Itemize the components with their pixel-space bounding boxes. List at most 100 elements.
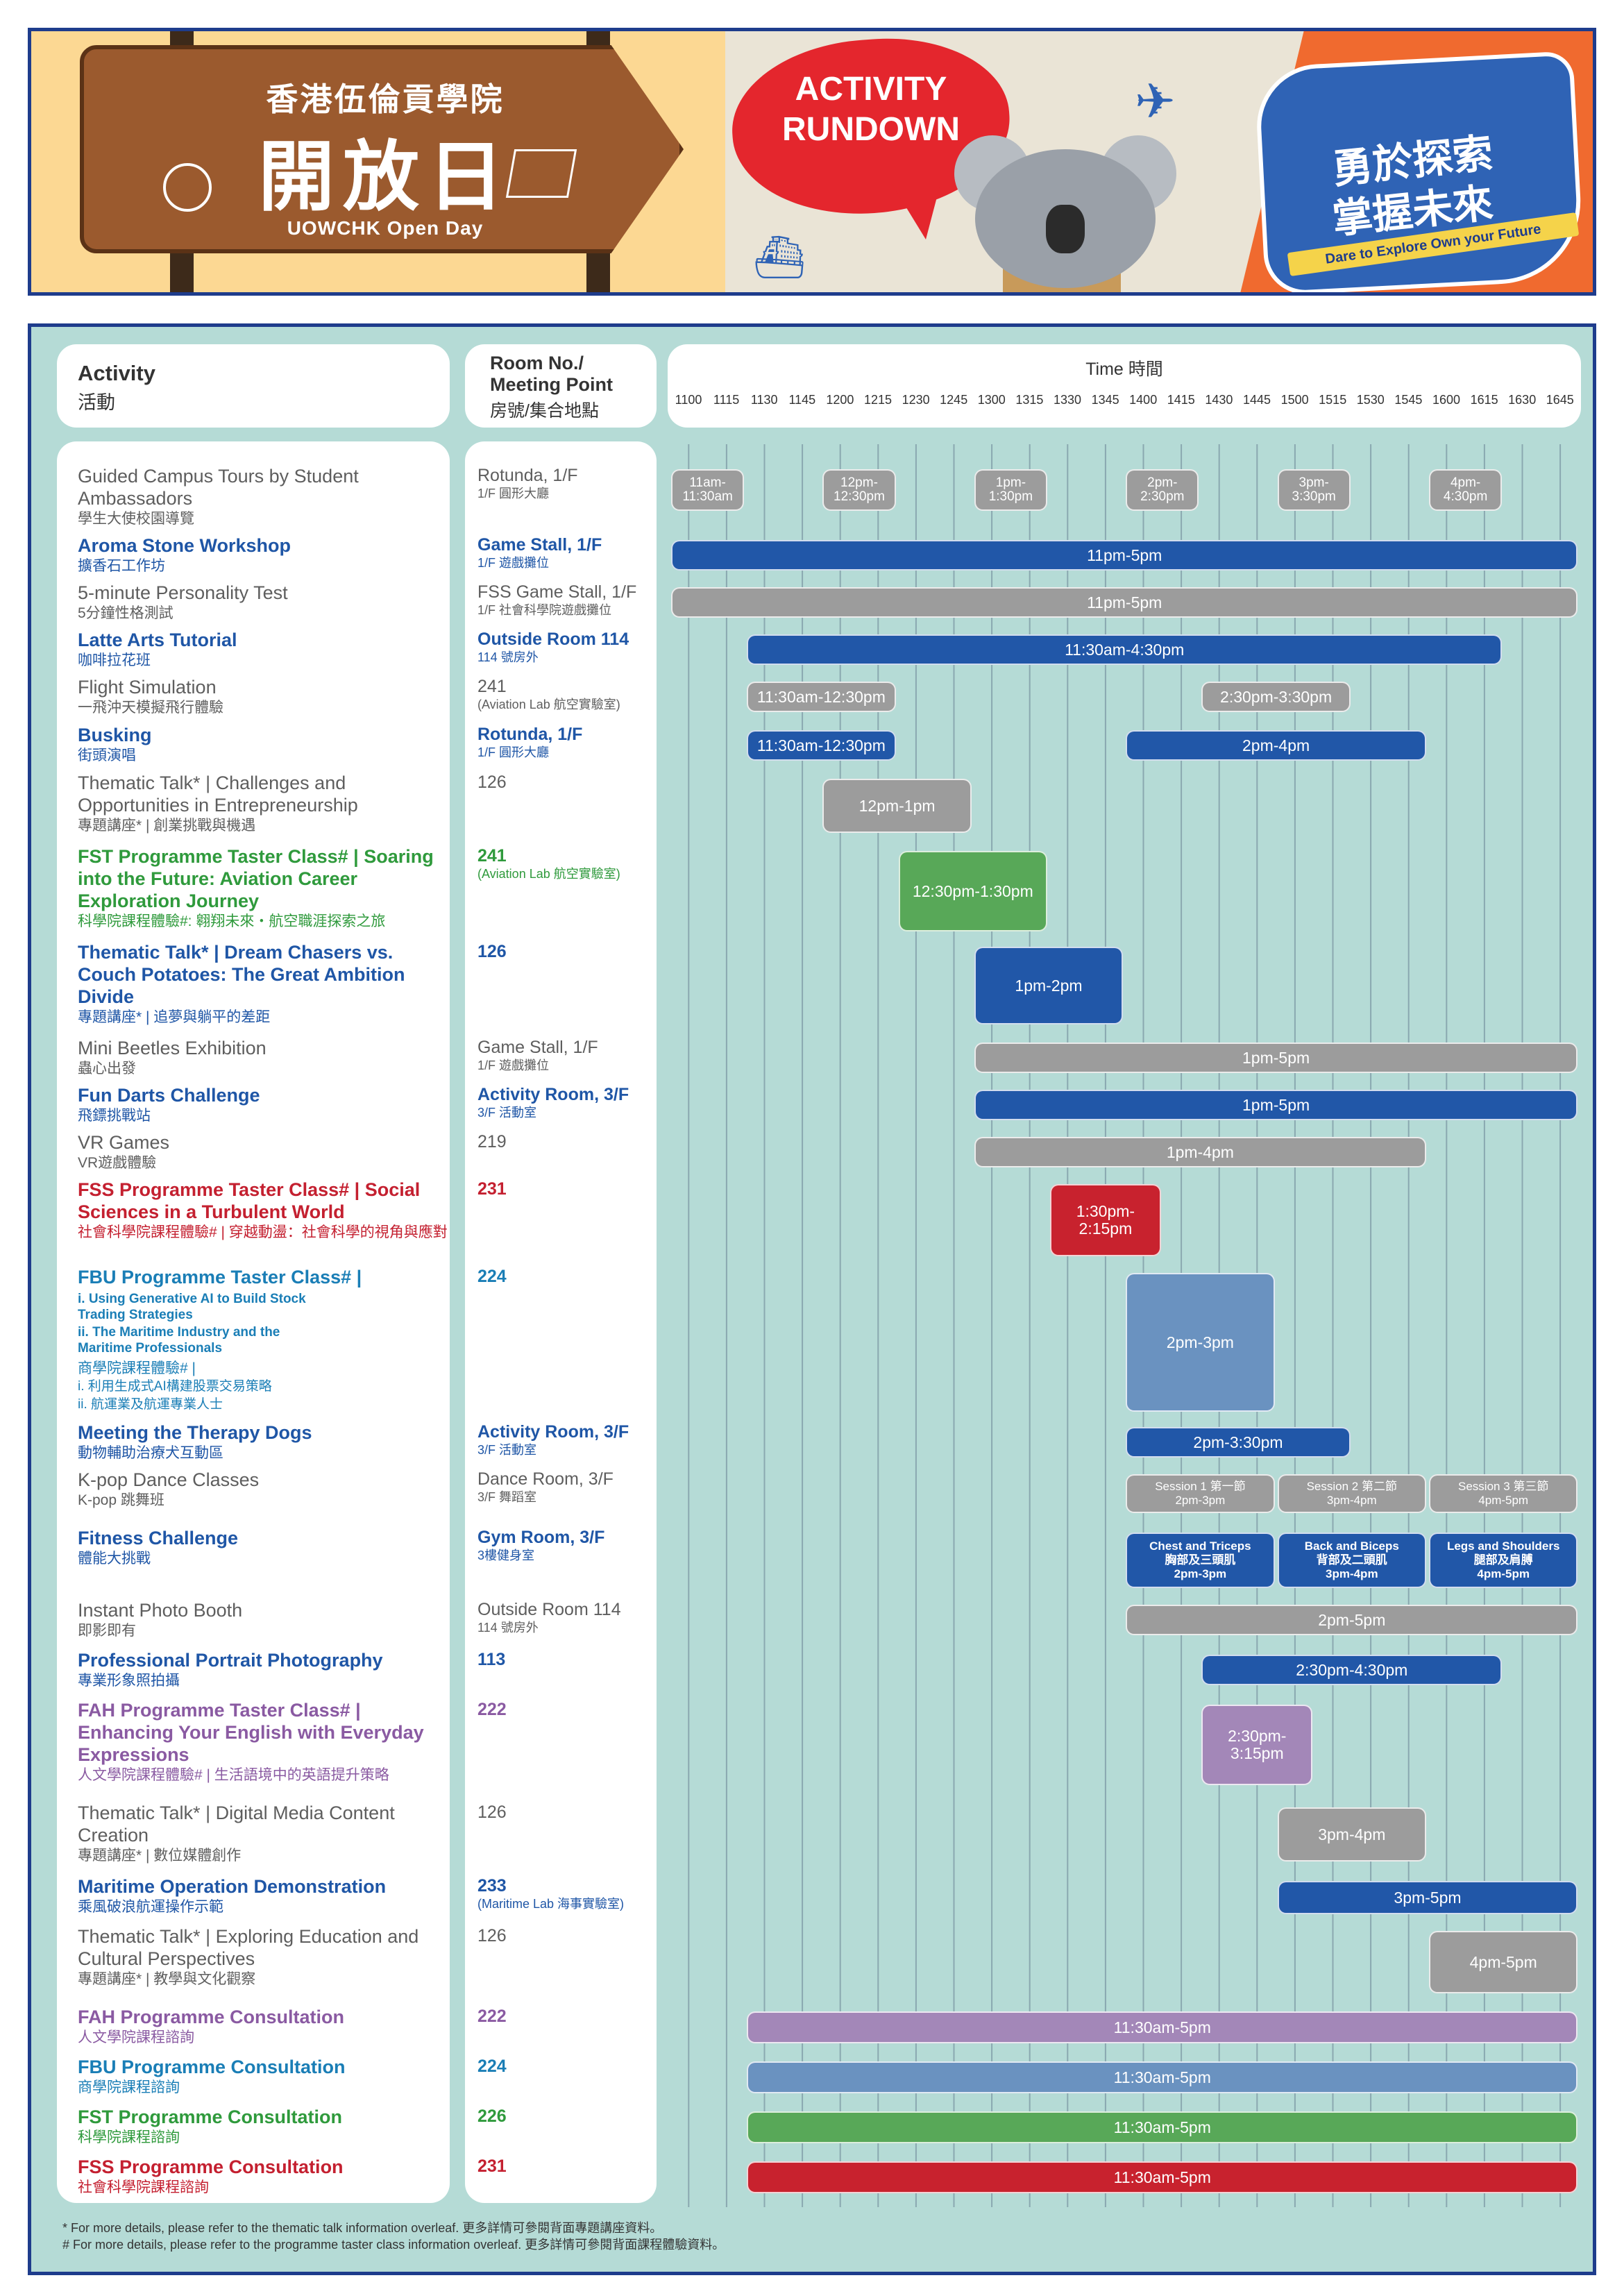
- activity-name: Fitness Challenge: [78, 1528, 239, 1548]
- room-name: 241: [477, 677, 507, 696]
- schedule-bar: 11:30am-5pm: [747, 2061, 1578, 2093]
- schedule-bar: 11:30am-4:30pm: [747, 634, 1503, 665]
- schedule-bar: 2pm-3:30pm: [1126, 1427, 1351, 1458]
- time-header: Time 時間: [1085, 360, 1163, 379]
- schedule-bar: 11:30am-12:30pm: [747, 682, 896, 712]
- activity-name-zh: VR遊戲體驗: [78, 1155, 157, 1171]
- schedule-bar: 2pm-4pm: [1126, 730, 1426, 761]
- activity-name-zh: 人文學院課程體驗# | 生活語境中的英語提升策略: [78, 1767, 389, 1783]
- room-name-zh: (Aviation Lab 航空實驗室): [477, 698, 620, 711]
- airplane-icon: ✈: [1135, 74, 1176, 128]
- schedule-bar: Session 2 第二節 3pm-4pm: [1277, 1474, 1426, 1513]
- time-tick: 1545: [1394, 393, 1423, 407]
- activity-rundown-title: ACTIVITY RUNDOWN: [782, 71, 960, 148]
- fbu-sub-topic: ii. The Maritime Industry and the Mariti…: [78, 1325, 280, 1356]
- activity-name-zh: 咖啡拉花班: [78, 652, 151, 668]
- schedule-bar: 2pm-3pm: [1126, 1273, 1275, 1412]
- room-name-zh: 3樓健身室: [477, 1548, 535, 1562]
- room-name: Outside Room 114: [477, 630, 629, 649]
- time-tick: 1345: [1091, 393, 1119, 407]
- room-name: Rotunda, 1/F: [477, 725, 583, 744]
- room-name: Game Stall, 1/F: [477, 1038, 598, 1057]
- schedule-bar: 2pm-5pm: [1126, 1605, 1578, 1635]
- activity-name-zh: 商學院課程諮詢: [78, 2079, 180, 2095]
- schedule-bar: 1pm-4pm: [974, 1137, 1426, 1167]
- room-name: 126: [477, 773, 507, 792]
- schedule-bar: 11am-11:30am: [671, 469, 745, 511]
- activity-name: FST Programme Consultation: [78, 2107, 343, 2127]
- activity-name-zh: K-pop 跳舞班: [78, 1492, 164, 1508]
- activity-name: Fun Darts Challenge: [78, 1085, 260, 1106]
- activity-column: [57, 441, 450, 2203]
- activity-name: Professional Portrait Photography: [78, 1650, 383, 1671]
- schedule-bar: 1pm-5pm: [974, 1043, 1578, 1073]
- activity-header-zh: 活動: [78, 392, 115, 413]
- activity-name: Mini Beetles Exhibition: [78, 1038, 267, 1058]
- schedule-bar: 1pm-2pm: [974, 947, 1124, 1024]
- time-tick: 1230: [902, 393, 930, 407]
- room-name: 226: [477, 2107, 507, 2126]
- schedule-bar: 11:30am-12:30pm: [747, 730, 896, 761]
- activity-name-zh: 乘風破浪航運操作示範: [78, 1899, 223, 1915]
- schedule-bar: 3pm-5pm: [1277, 1881, 1578, 1914]
- activity-name-zh: 人文學院課程諮詢: [78, 2029, 194, 2045]
- activity-name-zh: 專題講座* | 數位媒體創作: [78, 1848, 242, 1864]
- schedule-bar: 4pm-5pm: [1429, 1931, 1578, 1993]
- time-tick: 1145: [788, 393, 816, 407]
- time-tick: 1215: [863, 393, 893, 407]
- activity-name-zh: 社會科學院課程體驗# | 穿越動盪：社會科學的視角與應對: [78, 1224, 448, 1240]
- time-tick: 1600: [1432, 393, 1461, 407]
- time-tick: 1430: [1205, 393, 1233, 407]
- schedule-bar: 2:30pm-3:15pm: [1201, 1705, 1313, 1785]
- time-tick: 1515: [1319, 393, 1347, 407]
- compass-icon: [163, 163, 212, 212]
- ship-icon: ⛴: [753, 234, 806, 280]
- time-tick: 1115: [713, 393, 740, 407]
- room-name: Outside Room 114: [477, 1600, 621, 1619]
- activity-name: Guided Campus Tours by Student Ambassado…: [78, 466, 359, 509]
- room-name-zh: 1/F 圓形大廳: [477, 487, 550, 500]
- room-name-zh: 3/F 活動室: [477, 1106, 537, 1120]
- activity-name: 5-minute Personality Test: [78, 582, 288, 603]
- fbu-sub-topic-zh: i. 利用生成式AI構建股票交易策略: [78, 1379, 272, 1394]
- schedule-bar: 3pm-3:30pm: [1277, 469, 1351, 511]
- activity-name: Instant Photo Booth: [78, 1600, 243, 1621]
- room-name-zh: 114 號房外: [477, 650, 539, 664]
- room-name-zh: 3/F 舞蹈室: [477, 1490, 537, 1504]
- schedule-bar: 4pm-4:30pm: [1429, 469, 1503, 511]
- room-name-zh: 1/F 遊戲攤位: [477, 556, 550, 570]
- room-name: 233: [477, 1876, 507, 1896]
- open-day-title-zh: 開放日: [258, 132, 512, 221]
- footnote-thematic-talk: * For more details, please refer to the …: [62, 2221, 663, 2235]
- activity-name: FAH Programme Taster Class# | Enhancing …: [78, 1700, 424, 1765]
- activity-name: Thematic Talk* | Dream Chasers vs. Couch…: [78, 942, 405, 1007]
- time-tick: 1615: [1470, 393, 1498, 407]
- time-tick: 1630: [1508, 393, 1537, 407]
- room-column: [465, 441, 657, 2203]
- room-name-zh: 1/F 圓形大廳: [477, 745, 550, 759]
- activity-name-zh: 專題講座* | 追夢與躺平的差距: [78, 1009, 271, 1025]
- activity-name-zh: 專題講座* | 創業挑戰與機遇: [78, 818, 256, 834]
- activity-name-zh: 街頭演唱: [78, 748, 136, 763]
- activity-name: VR Games: [78, 1132, 170, 1153]
- footnote-taster-class: # For more details, please refer to the …: [62, 2238, 725, 2252]
- schedule-bar: 2:30pm-4:30pm: [1201, 1655, 1503, 1685]
- time-tick: 1245: [940, 393, 968, 407]
- time-tick: 1415: [1167, 393, 1195, 407]
- activity-name: FBU Programme Consultation: [78, 2057, 346, 2077]
- room-name-zh: (Maritime Lab 海事實驗室): [477, 1897, 625, 1911]
- room-name: 126: [477, 1803, 507, 1822]
- activity-name-zh: 飛鏢挑戰站: [78, 1108, 151, 1124]
- activity-name-zh: 一飛沖天模擬飛行體驗: [78, 700, 223, 716]
- schedule-bar: 2:30pm-3:30pm: [1201, 682, 1351, 712]
- activity-name-zh: 動物輔助治療犬互動區: [78, 1445, 223, 1461]
- activity-name: Thematic Talk* | Challenges and Opportun…: [78, 773, 358, 816]
- time-tick: 1645: [1546, 393, 1574, 407]
- schedule-bar: Session 3 第三節 4pm-5pm: [1429, 1474, 1578, 1513]
- time-tick: 1400: [1129, 393, 1158, 407]
- time-tick: 1315: [1015, 393, 1044, 407]
- fbu-sub-topic-zh: ii. 航運業及航運專業人士: [78, 1397, 223, 1412]
- schedule-bar: 12:30pm-1:30pm: [898, 851, 1047, 931]
- schedule-bar: 11:30am-5pm: [747, 2111, 1578, 2143]
- fbu-sub-topic: i. Using Generative AI to Build Stock Tr…: [78, 1292, 306, 1322]
